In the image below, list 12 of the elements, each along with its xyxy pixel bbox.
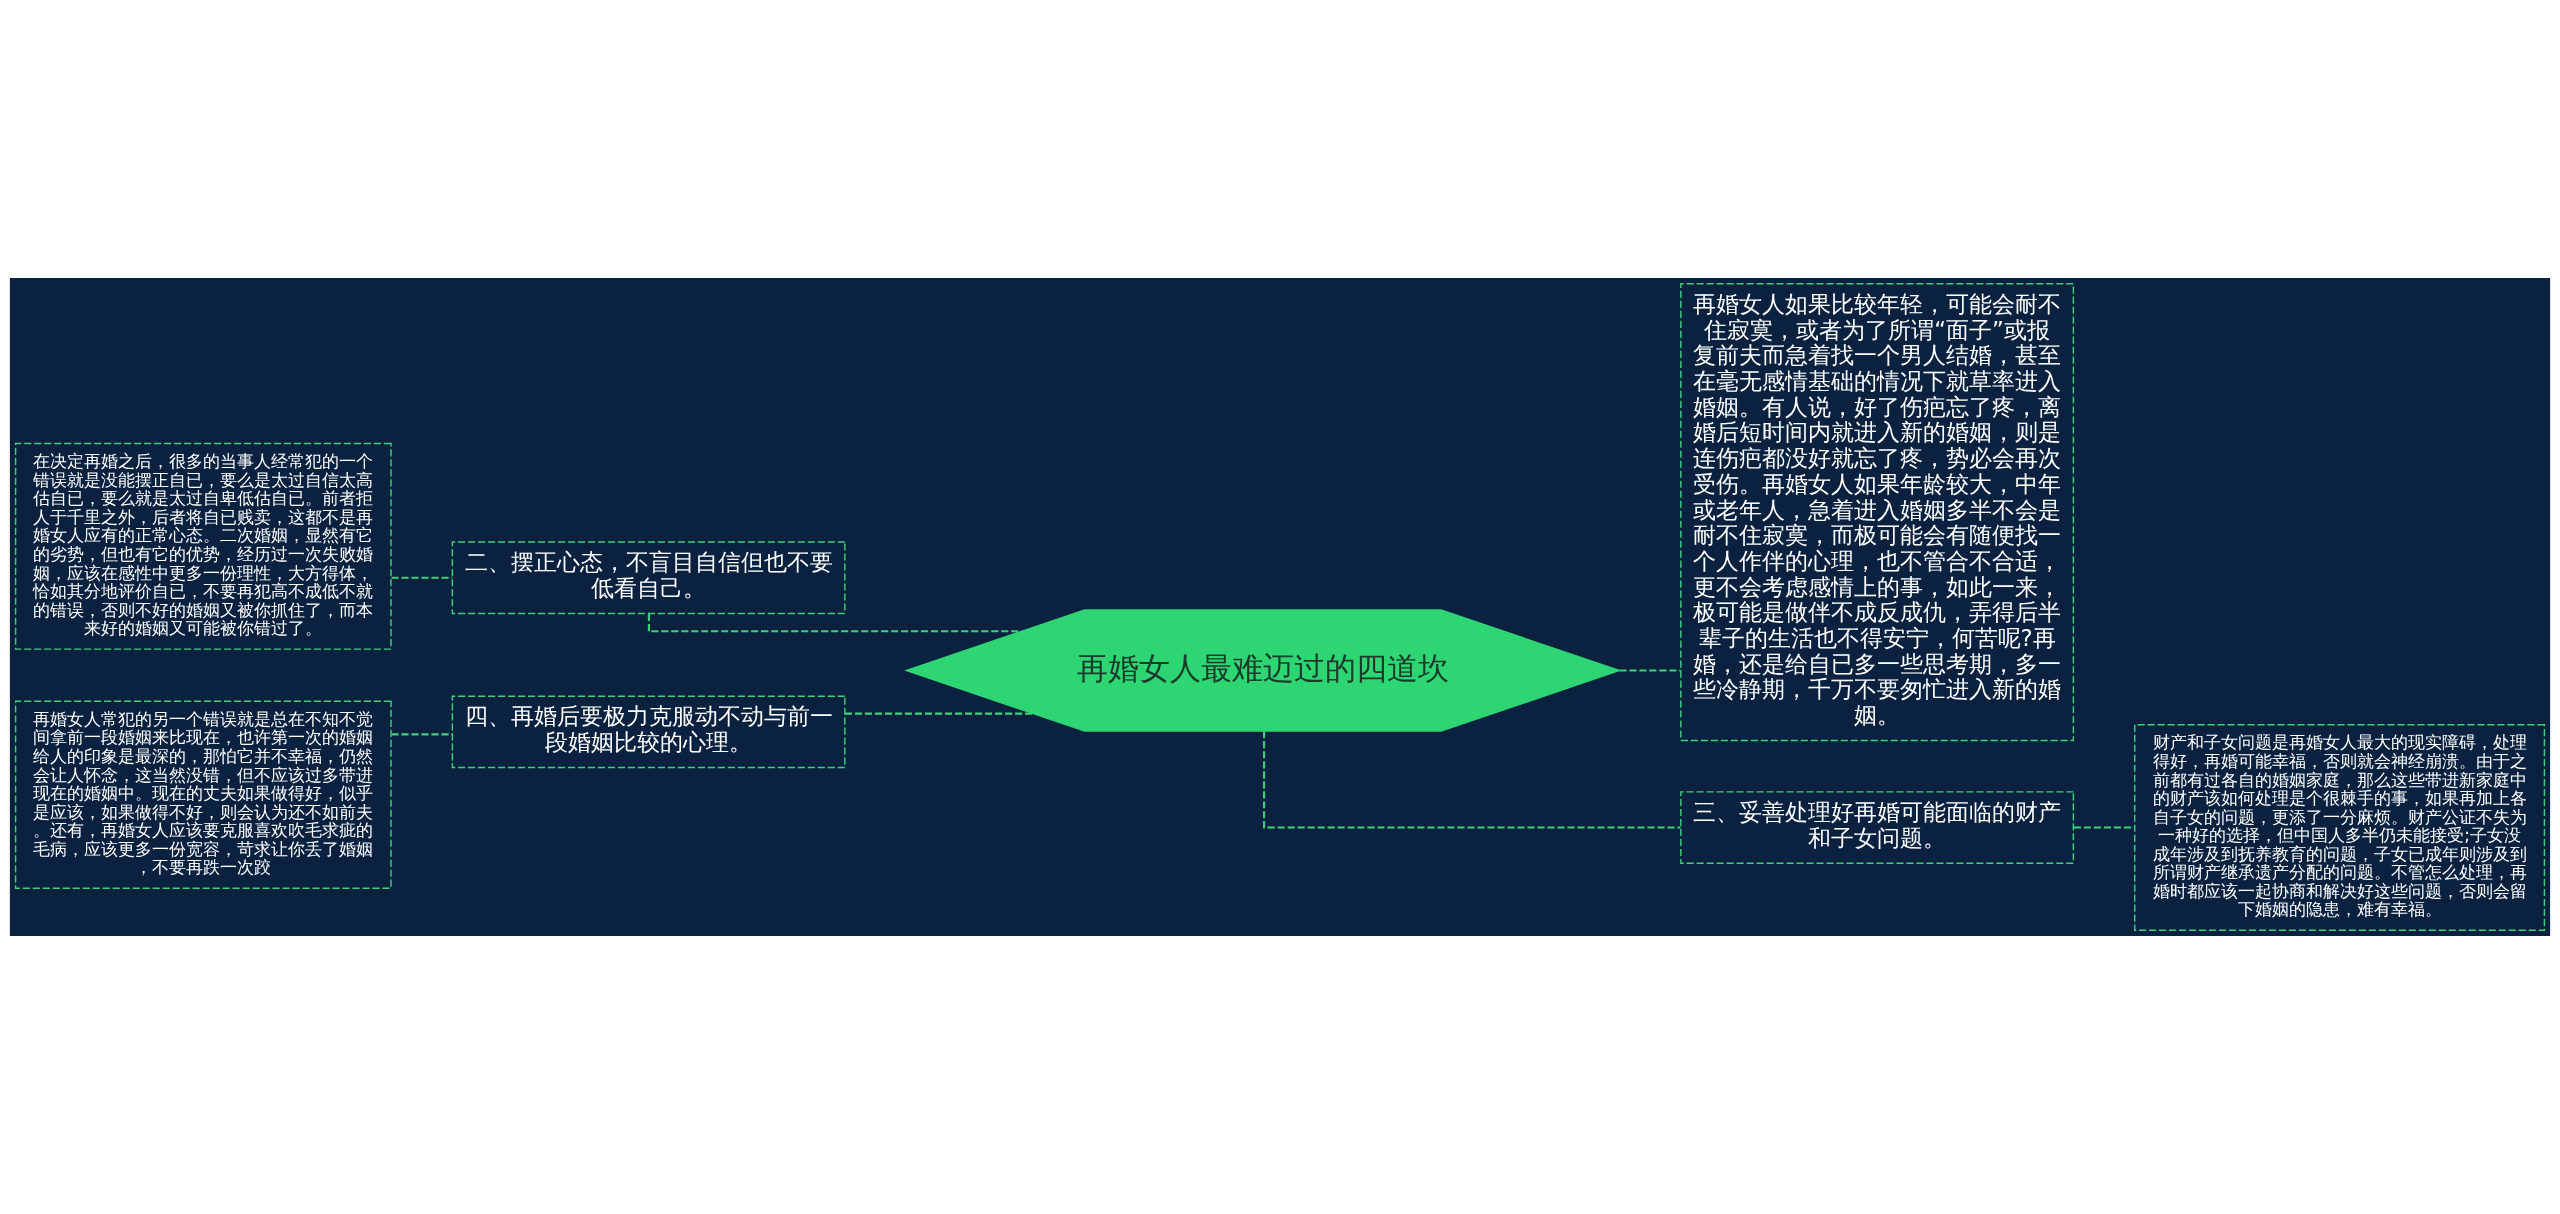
node-box: 再婚女人如果比较年轻，可能会耐不住寂寞，或者为了所谓“面子”或报复前夫而急着找一个男人结婚，甚至在毫无感情基础的情况下就草率进入婚姻。有人说，好了伤疤忘了疼，离婚后短时间内就进入新的婚姻，则是连伤疤都没好就忘了疼，势必会再次受伤。再婚女人如果年龄较大，中年或老年人，急着进入婚姻多半不会是耐不住寂寞，而极可能会有随便找一个人作伴的心理，也不管合不合适，更不会考虑感情上的事，如此一来，极可能是做伴不成反成仇，弄得后半辈子的生活也不得安宁，何苦呢?再婚，还是给自已多一些思考期，多一些冷静期，千万不要匆忙进入新的婚姻。 [1680,283,2075,742]
node-box: 再婚女人常犯的另一个错误就是总在不知不觉间拿前一段婚姻来比现在，也许第一次的婚姻给人的印象是最深的，那怕它并不幸福，仍然会让人怀念，这当然没错，但不应该过多带进现在的婚姻中。现在的丈夫如果做得好，似乎是应该，如果做得不好，则会认为还不如前夫。还有，再婚女人应该要克服喜欢吹毛求疵的毛病，应该更多一份宽容，苛求让你丢了婚姻，不要再跌一次跤 [14,700,392,889]
node-box: 二、摆正心态，不盲目自信但也不要低看自己。 [451,541,846,615]
connector [391,733,453,736]
node-box: 在决定再婚之后，很多的当事人经常犯的一个错误就是没能摆正自已，要么是太过自信太高估自已，要么就是太过自卑低估自已。前者拒人于千里之外，后者将自已贱卖，这都不是再婚女人应有的正常心态。二次婚姻，显然有它的劣势，但也有它的优势，经历过一次失败婚姻，应该在感性中更多一份理性，大方得体，恰如其分地评价自已，不要再犯高不成低不就的错误，否则不好的婚姻又被你抓住了，而本来好的婚姻又可能被你错过了。 [14,442,392,650]
connector [391,576,453,579]
node-box: 四、再婚后要极力克服动不动与前一段婚姻比较的心理。 [451,695,846,769]
node-box: 财产和子女问题是再婚女人最大的现实障碍，处理得好，再婚可能幸福，否则就会神经崩溃。由于之前都有过各自的婚姻家庭，那么这些带进新家庭中的财产该如何处理是个很棘手的事，如果再加上各自子女的问题，更添了一分麻烦。财产公证不失为一种好的选择，但中国人多半仍未能接受;子女没成年涉及到抚养教育的问题，子女已成年则涉及到所谓财产继承遗产分配的问题。不管怎么处理，再婚时都应该一起协商和解决好这些问题，否则会留下婚姻的隐患，难有幸福。 [2134,724,2546,931]
connector [845,712,1034,715]
connector [1263,731,1681,829]
connector [1619,669,1681,672]
node-box: 三、妥善处理好再婚可能面临的财产和子女问题。 [1680,791,2075,864]
